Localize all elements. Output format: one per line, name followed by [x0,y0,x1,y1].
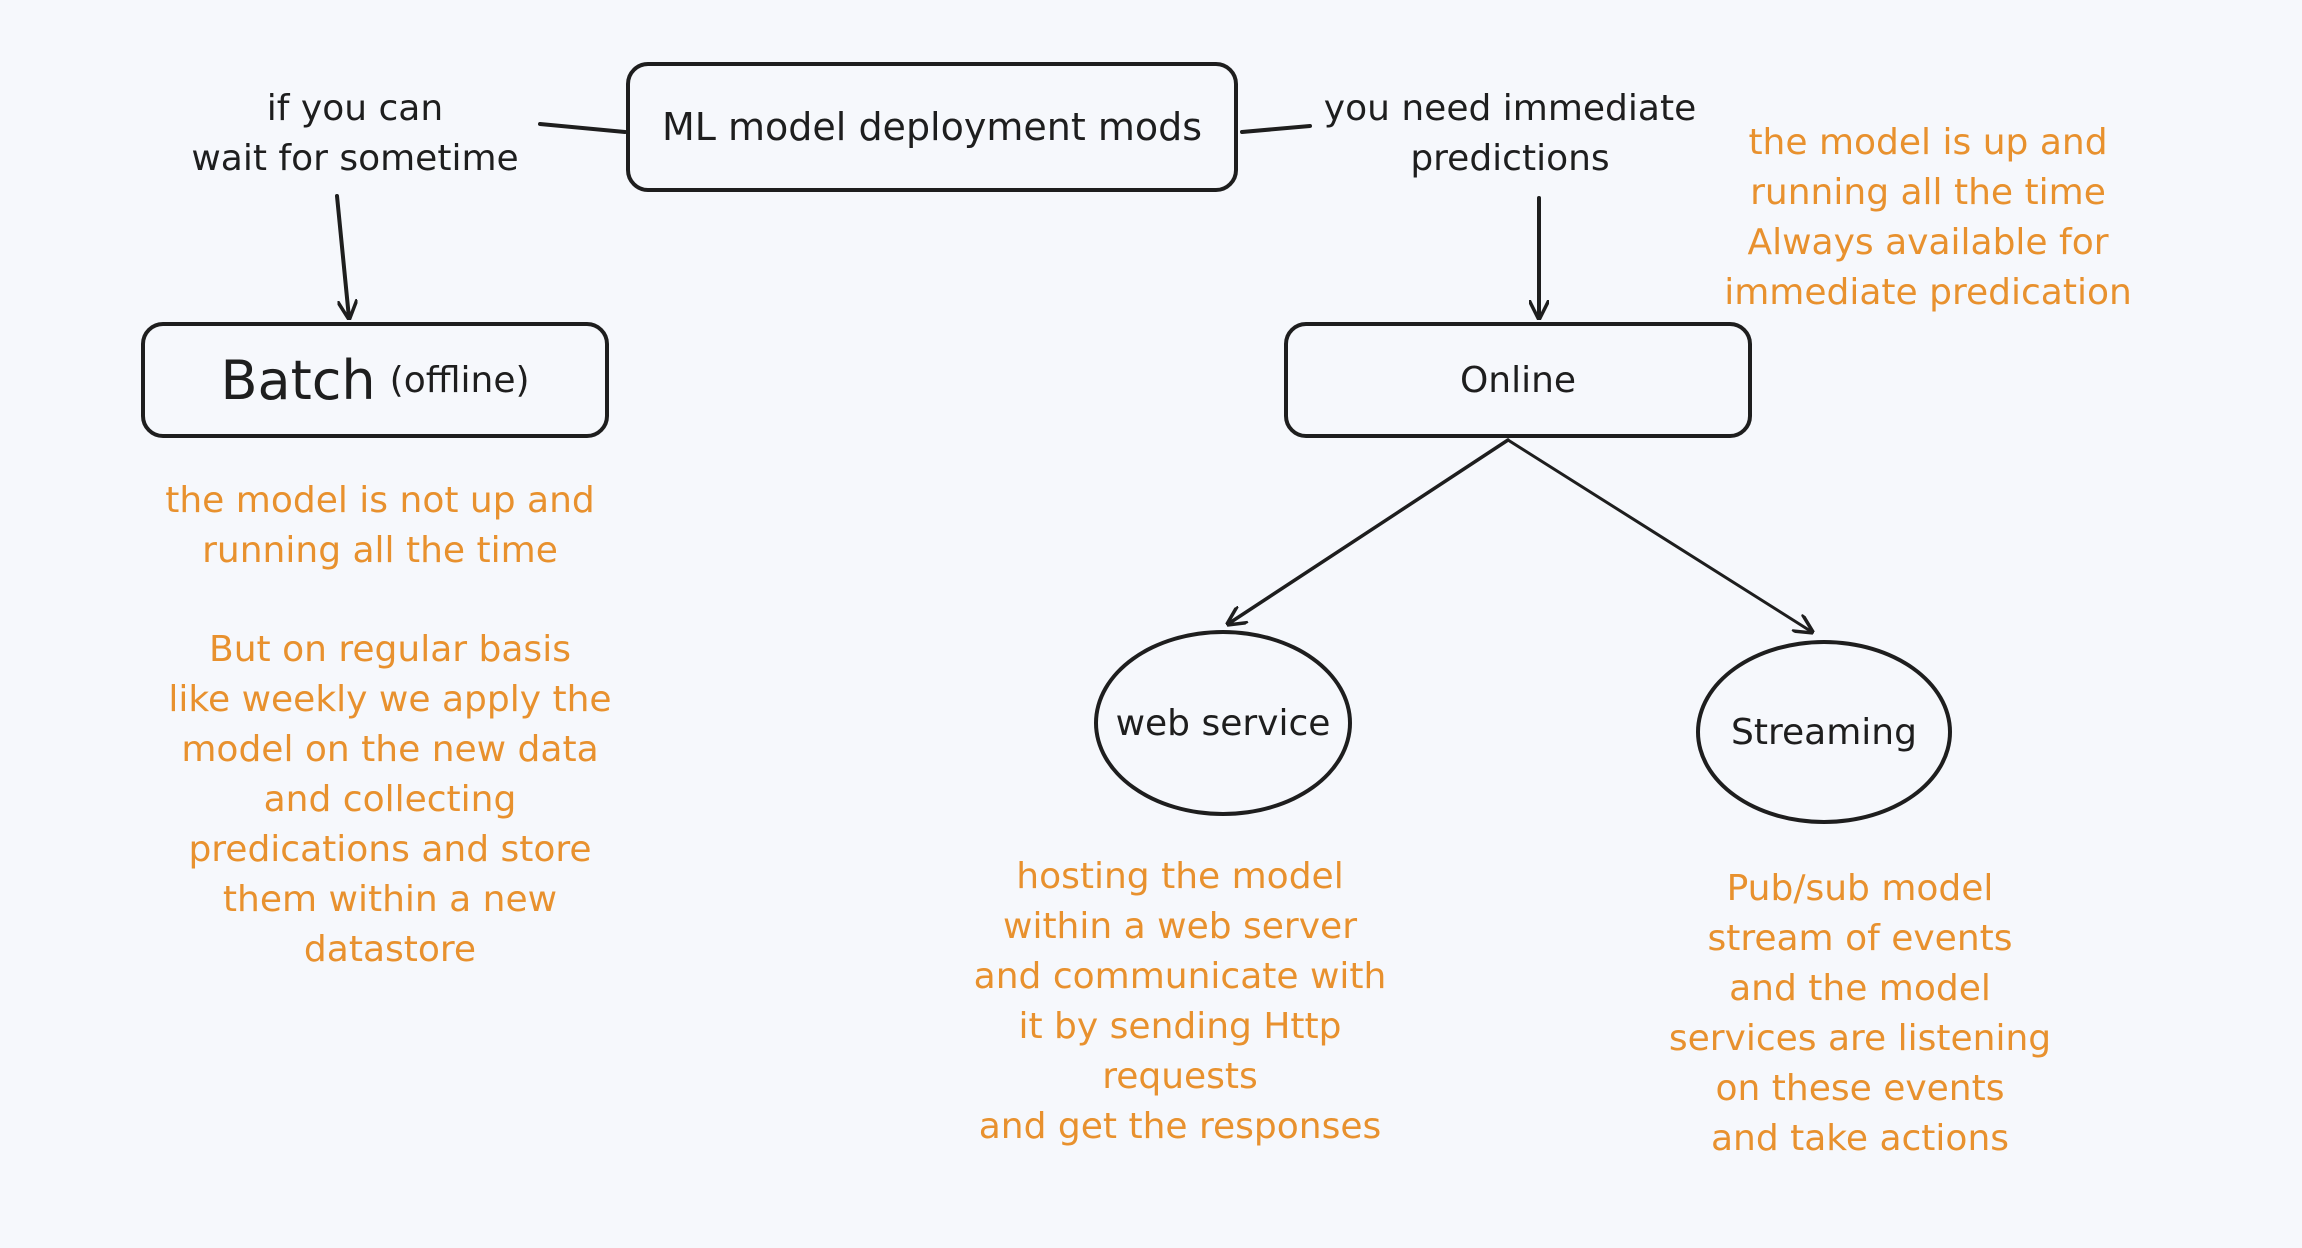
note-streaming: Pub/sub model stream of events and the m… [1668,868,2052,1159]
edge-label-left: if you can wait for sometime [191,88,519,179]
arrow-online-to-streaming [1506,438,1812,632]
batch-node: Batch (offline) [141,322,609,438]
batch-node-title: Batch [220,348,376,412]
root-node: ML model deployment mods [626,62,1238,192]
note-online: the model is up and running all the time… [1724,122,2132,313]
web-service-node-label: web service [1115,702,1331,744]
streaming-node: Streaming [1696,640,1952,824]
arrow-online-to-web-service [1228,438,1510,624]
note-batch-schedule: But on regular basis like weekly we appl… [168,629,612,970]
streaming-node-label: Streaming [1731,711,1917,753]
online-node-label: Online [1459,359,1577,401]
web-service-node: web service [1094,630,1352,816]
online-node: Online [1284,322,1752,438]
root-node-label: ML model deployment mods [662,105,1202,149]
note-web-service: hosting the model within a web server an… [973,856,1387,1147]
edge-root-to-left-label [538,122,627,134]
edge-root-to-right-label [1240,124,1312,134]
note-batch-availability: the model is not up and running all the … [165,480,595,571]
arrow-to-batch [335,194,349,318]
edge-label-right: you need immediate predictions [1323,88,1697,179]
batch-node-subtitle: (offline) [389,359,530,401]
